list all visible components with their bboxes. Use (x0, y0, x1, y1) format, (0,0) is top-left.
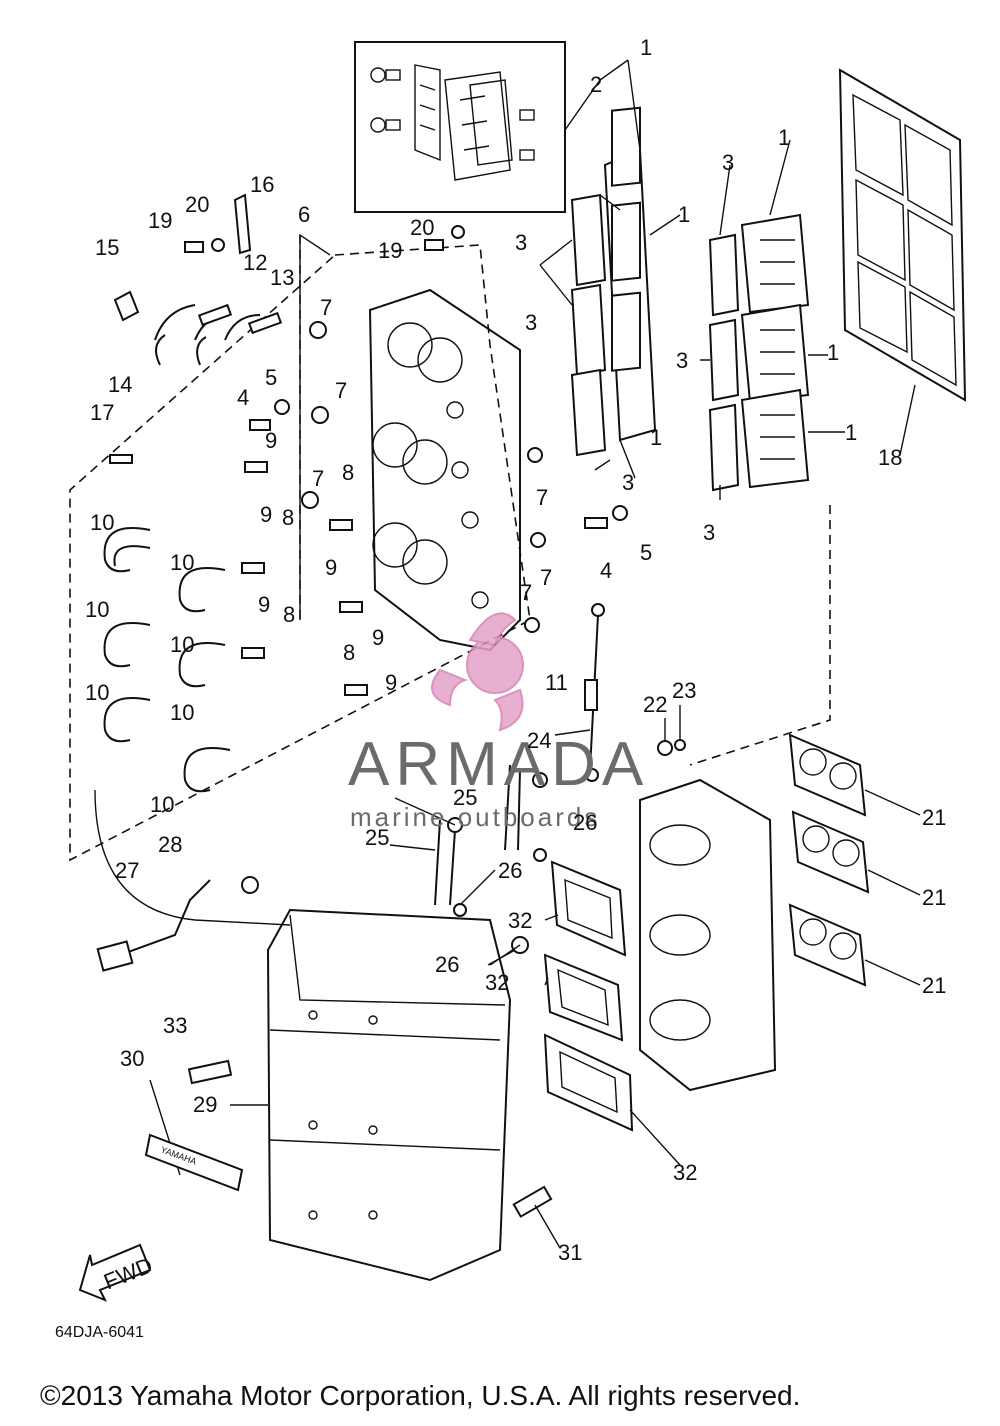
callout-16: 16 (250, 172, 274, 197)
callout-26: 26 (573, 810, 597, 835)
reed-valve-detail-inset (354, 41, 566, 213)
callout-8: 8 (282, 505, 294, 530)
callout-20: 20 (410, 215, 434, 240)
callout-8: 8 (342, 460, 354, 485)
callout-7: 7 (536, 485, 548, 510)
reed-valve-stack-center (570, 106, 657, 457)
callout-3: 3 (525, 310, 537, 335)
callout-3: 3 (515, 230, 527, 255)
callout-8: 8 (343, 640, 355, 665)
callout-1: 1 (650, 425, 662, 450)
watermark-subtitle: marine outboards (350, 802, 600, 832)
callout-19: 19 (148, 208, 172, 233)
callout-1: 1 (827, 340, 839, 365)
callout-10: 10 (150, 792, 174, 817)
callout-9: 9 (265, 428, 277, 453)
callout-9: 9 (372, 625, 384, 650)
callout-7: 7 (320, 295, 332, 320)
callout-4: 4 (237, 385, 249, 410)
reed-valve-stack-right (708, 213, 810, 492)
callout-6: 6 (298, 202, 310, 227)
intake-gasket (838, 68, 967, 402)
callout-9: 9 (260, 502, 272, 527)
plate-gaskets-32 (543, 860, 634, 1132)
callout-labels: 1 2 1 1 3 3 3 3 1 1 1 3 3 18 4 5 16 20 1… (85, 35, 946, 1265)
name-plate: YAMAHA (144, 1133, 244, 1192)
forward-arrow-icon: FWD (78, 1243, 156, 1302)
callout-25: 25 (365, 825, 389, 850)
watermark-brand: ARMADA (348, 730, 649, 799)
callout-9: 9 (385, 670, 397, 695)
callout-31: 31 (558, 1240, 582, 1265)
callout-25: 25 (453, 785, 477, 810)
callout-7: 7 (540, 565, 552, 590)
callout-2: 2 (590, 72, 602, 97)
callout-13: 13 (270, 265, 294, 290)
callout-26: 26 (498, 858, 522, 883)
callout-19: 19 (378, 238, 402, 263)
callout-10: 10 (170, 550, 194, 575)
callout-4: 4 (600, 558, 612, 583)
callout-15: 15 (95, 235, 119, 260)
callout-32: 32 (508, 908, 532, 933)
callout-26: 26 (435, 952, 459, 977)
callout-7: 7 (520, 580, 532, 605)
callout-14: 14 (108, 372, 132, 397)
callout-10: 10 (85, 597, 109, 622)
leader-lines (149, 59, 921, 1249)
callout-9: 9 (325, 555, 337, 580)
callout-3: 3 (676, 348, 688, 373)
callout-10: 10 (170, 700, 194, 725)
copyright-notice: ©2013 Yamaha Motor Corporation, U.S.A. A… (40, 1380, 801, 1411)
callout-18: 18 (878, 445, 902, 470)
callout-7: 7 (335, 378, 347, 403)
callout-21: 21 (922, 973, 946, 998)
callout-23: 23 (672, 678, 696, 703)
callout-1: 1 (778, 125, 790, 150)
callout-8: 8 (283, 602, 295, 627)
callout-21: 21 (922, 805, 946, 830)
carburetor-body (639, 778, 777, 1092)
callout-3: 3 (622, 470, 634, 495)
callout-12: 12 (243, 250, 267, 275)
watermark-logo (431, 612, 524, 732)
callout-5: 5 (265, 365, 277, 390)
callout-21: 21 (922, 885, 946, 910)
callout-3: 3 (703, 520, 715, 545)
callout-10: 10 (90, 510, 114, 535)
hoses-25-26 (434, 764, 548, 917)
callout-9: 9 (258, 592, 270, 617)
callout-17: 17 (90, 400, 114, 425)
diagram-code: 64DJA-6041 (55, 1324, 144, 1341)
callout-32: 32 (673, 1160, 697, 1185)
callout-22: 22 (643, 692, 667, 717)
callout-5: 5 (640, 540, 652, 565)
hoses-and-fittings (103, 193, 628, 793)
callout-30: 30 (120, 1046, 144, 1071)
callout-1: 1 (640, 35, 652, 60)
callout-10: 10 (85, 680, 109, 705)
intake-silencer (187, 908, 553, 1282)
callout-24: 24 (527, 728, 551, 753)
carburetor-gaskets (788, 733, 870, 987)
intake-manifold (368, 288, 521, 652)
sensor-lead (94, 789, 291, 972)
callout-7: 7 (312, 466, 324, 491)
callout-10: 10 (170, 632, 194, 657)
callout-27: 27 (115, 858, 139, 883)
callout-28: 28 (158, 832, 182, 857)
callout-3: 3 (722, 150, 734, 175)
link-rod (584, 603, 686, 782)
callout-32: 32 (485, 970, 509, 995)
callout-33: 33 (163, 1013, 187, 1038)
callout-20: 20 (185, 192, 209, 217)
callout-1: 1 (845, 420, 857, 445)
callout-11: 11 (545, 670, 568, 695)
callout-1: 1 (678, 202, 690, 227)
callout-29: 29 (193, 1092, 217, 1117)
